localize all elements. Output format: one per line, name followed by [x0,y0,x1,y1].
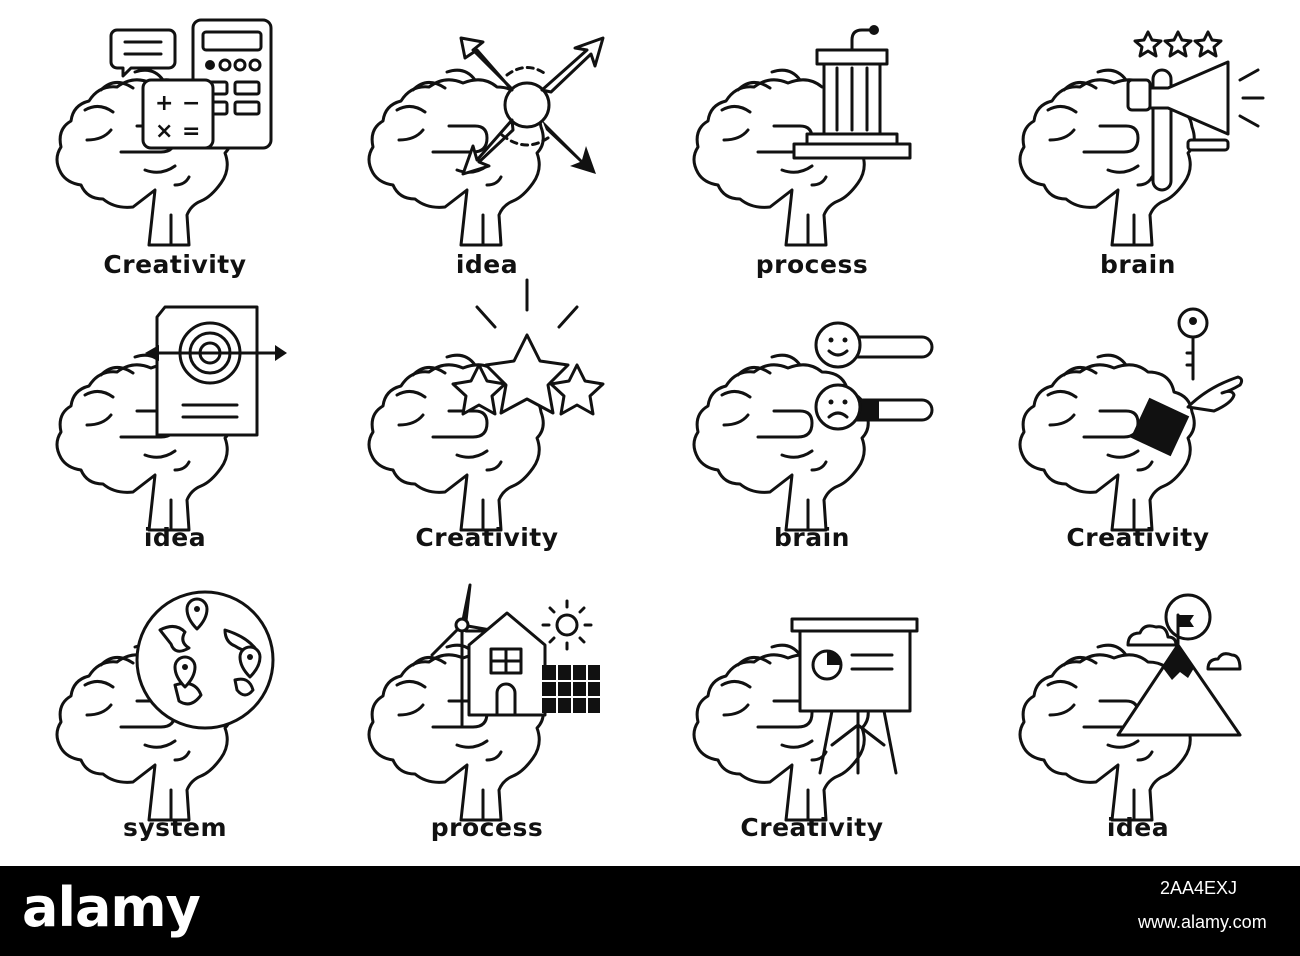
icon-cell: process [662,10,962,300]
icon-cell: brain [662,295,962,585]
icon-label: Creativity [415,523,559,552]
svg-text:−: − [182,91,200,116]
wind-house-solar-icon [367,583,600,822]
presentation-board-icon [692,617,919,822]
key-hand-icon [1018,307,1244,532]
icon-sheet: +− × = Creativity idea [25,10,1288,842]
arrows-burst-icon [367,36,605,247]
icon-cell: Creativity [988,295,1288,585]
image-id: 2AA4EXJ [1160,878,1238,898]
mountain-flag-icon [1018,593,1242,822]
icon-label: Creativity [1066,523,1210,552]
globe-pins-icon [55,590,275,822]
icon-cell: process [337,583,637,875]
icon-label: brain [774,523,850,552]
svg-text:+: + [155,91,173,116]
target-document-icon [55,305,287,532]
icon-cell: idea [25,295,325,585]
podium-icon [692,25,912,247]
icon-label: idea [143,523,207,552]
icon-cell: idea [337,10,637,300]
icon-label: Creativity [740,813,884,842]
svg-text:=: = [182,119,200,144]
svg-text:×: × [155,119,173,144]
icon-cell: +− × = Creativity [25,10,325,300]
icon-cell: idea [988,585,1288,875]
icon-label: brain [1100,250,1176,279]
smile-frown-sliders-icon [692,321,934,532]
icon-label: process [755,250,869,279]
icon-label: process [430,813,544,842]
icon-label: idea [455,250,519,279]
icon-cell: Creativity [662,585,962,875]
stars-icon [367,278,605,532]
site-url: www.alamy.com [1138,912,1267,932]
icon-cell: brain [988,10,1288,300]
megaphone-stars-icon [1018,30,1265,247]
watermark-footer: alamy 2AA4EXJ www.alamy.com [0,866,1300,956]
icon-cell: system [25,585,325,875]
icon-cell: Creativity [337,278,637,585]
icon-label: Creativity [103,250,247,279]
icon-label: system [122,813,227,842]
calculator-chat-icon: +− × = [55,18,273,247]
icon-label: idea [1106,813,1170,842]
brand-logo: alamy [22,876,201,939]
